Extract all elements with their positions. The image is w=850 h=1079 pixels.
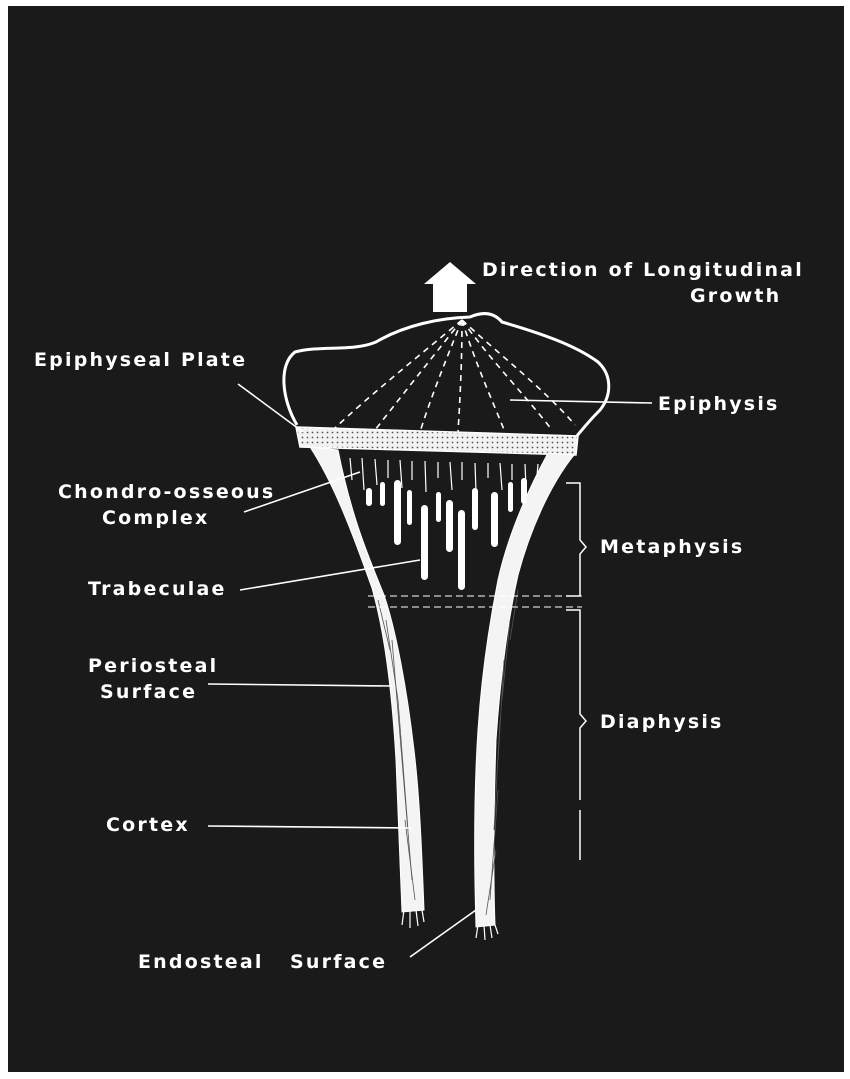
epiphysis-outline bbox=[284, 314, 609, 437]
chondro-label-line1: Chondro-osseous bbox=[58, 480, 275, 506]
leader-cortex bbox=[208, 826, 412, 828]
growth-arrow-icon bbox=[424, 262, 476, 312]
growth-label-line2: Growth bbox=[690, 284, 804, 310]
trabeculae-label: Trabeculae bbox=[88, 577, 227, 603]
leader-endosteal bbox=[410, 910, 476, 957]
periosteal-surface-label: Periosteal Surface bbox=[88, 654, 218, 705]
metaphysis-bracket bbox=[566, 483, 586, 596]
epiphysis-label: Epiphysis bbox=[658, 392, 780, 418]
periosteal-label-line1: Periosteal bbox=[88, 654, 218, 680]
metaphysis-label: Metaphysis bbox=[600, 535, 744, 561]
growth-label-line1: Direction of Longitudinal bbox=[482, 258, 804, 284]
leader-trabeculae bbox=[240, 560, 420, 590]
periosteal-label-line2: Surface bbox=[100, 680, 218, 706]
diaphysis-bracket bbox=[566, 610, 586, 860]
right-cortex bbox=[475, 453, 574, 927]
leader-periosteal bbox=[208, 684, 392, 686]
growth-direction-label: Direction of Longitudinal Growth bbox=[482, 258, 804, 309]
chondro-osseous-label: Chondro-osseous Complex bbox=[58, 480, 275, 531]
leader-epiphyseal-plate bbox=[238, 384, 303, 432]
epiphyseal-plate-label: Epiphyseal Plate bbox=[34, 348, 247, 374]
leader-epiphysis bbox=[510, 400, 652, 403]
leader-lines bbox=[208, 384, 652, 957]
chondro-label-line2: Complex bbox=[102, 506, 275, 532]
diaphysis-label: Diaphysis bbox=[600, 710, 724, 736]
endosteal-surface-label: Endosteal Surface bbox=[138, 950, 387, 976]
cortex-label: Cortex bbox=[106, 813, 190, 839]
left-cortex bbox=[310, 447, 424, 912]
metaphysis-boundary bbox=[368, 596, 582, 607]
epiphysis-dashed-lines bbox=[335, 320, 575, 432]
